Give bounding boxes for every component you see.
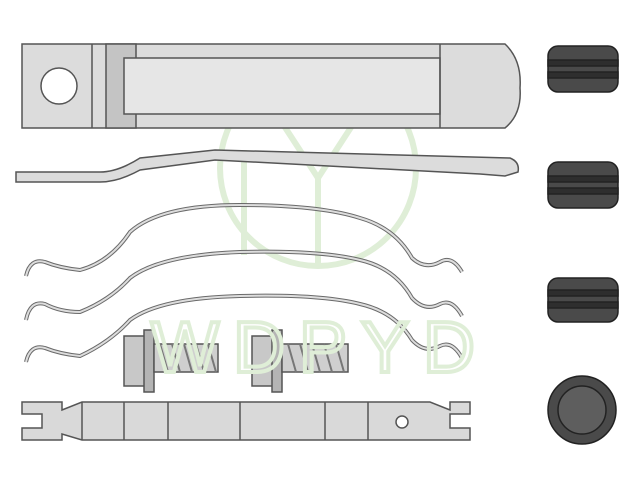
strap-hole <box>40 67 78 105</box>
bolt-left <box>123 329 219 393</box>
spring-bar-thin <box>15 149 520 183</box>
rubber-cap <box>547 375 617 445</box>
watermark-text: WDPYD <box>151 308 489 388</box>
rubber-bushing-3 <box>547 277 619 323</box>
plate-hole <box>395 415 409 429</box>
retaining-plate-bottom <box>21 401 471 441</box>
retaining-strap-top <box>21 43 521 129</box>
rubber-bushing-1 <box>547 45 619 93</box>
rubber-bushing-2 <box>547 161 619 209</box>
bolt-right <box>251 329 349 393</box>
